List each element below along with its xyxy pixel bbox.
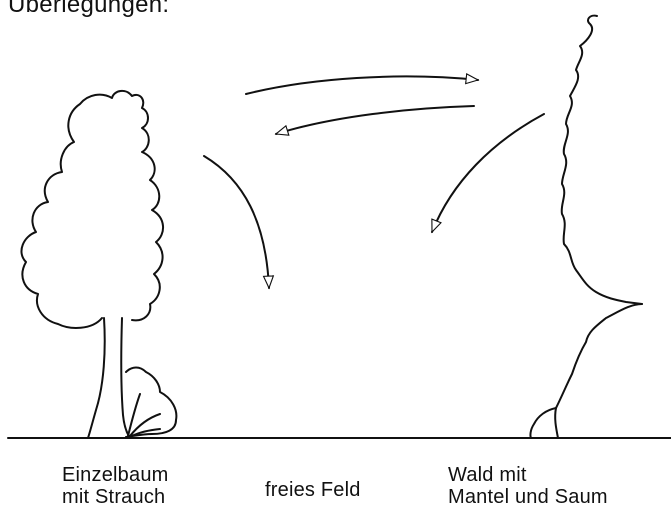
tree-canopy [21,91,163,328]
wind-arrow-upper [246,76,478,94]
wind-arrow-return [276,106,474,134]
forest-hem [530,408,558,438]
shrub-outline [126,368,176,438]
tree-trunk-right [121,318,130,438]
label-forest-line-2: Mantel und Saum [448,486,608,508]
label-single-tree-line-1: Einzelbaum [62,464,169,486]
tree-trunk [88,318,105,438]
label-forest-line-1: Wald mit [448,464,608,486]
label-forest: Wald mit Mantel und Saum [448,464,608,508]
forest-edge [562,16,642,304]
shrub-stems [128,394,160,436]
label-single-tree: Einzelbaum mit Strauch [62,464,169,508]
wind-arrow-down-right [432,114,544,232]
forest-mantle [556,304,642,408]
label-single-tree-line-2: mit Strauch [62,486,169,508]
label-open-field: freies Feld [265,479,361,501]
wind-arrow-down-left [204,156,269,288]
